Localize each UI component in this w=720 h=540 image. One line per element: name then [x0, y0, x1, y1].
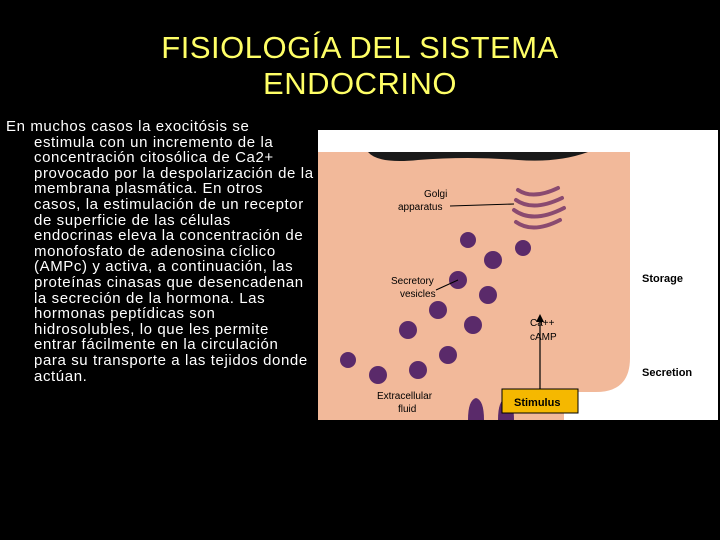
body-rest: estimula con un incremento de la concent… [34, 133, 314, 385]
extracellular-label-2: fluid [398, 404, 416, 415]
storage-label: Storage [642, 273, 683, 285]
diagram-svg: Golgi apparatus Secretory vesicles Ca++ … [318, 130, 718, 420]
title-line-2: ENDOCRINO [263, 66, 457, 101]
signal-arrowhead [536, 314, 544, 322]
vesicles-label-1: Secretory [391, 276, 434, 287]
vesicles-pointer [435, 279, 459, 291]
title-line-1: FISIOLOGÍA DEL SISTEMA [161, 30, 559, 65]
stimulus-box [501, 388, 579, 414]
slide-title: FISIOLOGÍA DEL SISTEMA ENDOCRINO [0, 30, 720, 102]
endocrine-cell-diagram: Golgi apparatus Secretory vesicles Ca++ … [318, 130, 718, 420]
stimulus-label: Stimulus [514, 397, 560, 409]
body-first-line: En muchos casos la exocitósis se [6, 118, 250, 135]
body-paragraph: En muchos casos la exocitósis se estimul… [6, 119, 314, 384]
camp-label: cAMP [530, 332, 557, 343]
golgi-label-2: apparatus [398, 202, 442, 213]
golgi-stack [512, 186, 566, 230]
golgi-pointer [449, 203, 515, 207]
secretion-label: Secretion [642, 367, 692, 379]
vesicles-label-2: vesicles [400, 289, 436, 300]
ca-label: Ca++ [530, 318, 555, 329]
golgi-label-1: Golgi [424, 189, 447, 200]
cell-body [318, 152, 630, 420]
nucleus-edge [368, 152, 588, 161]
extracellular-label-1: Extracellular [377, 391, 433, 402]
